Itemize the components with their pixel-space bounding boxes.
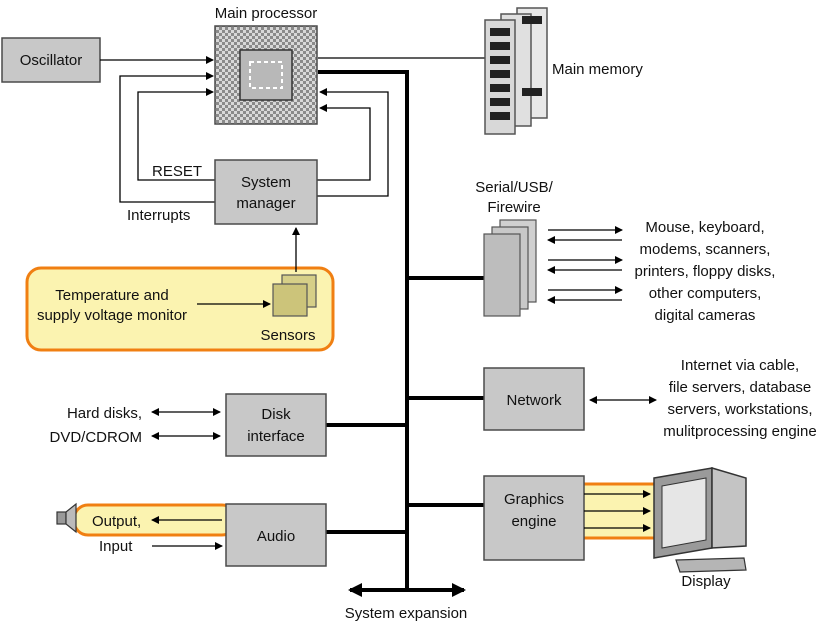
main-processor-core-mark bbox=[249, 61, 283, 89]
temperature-label-2: supply voltage monitor bbox=[37, 307, 187, 324]
system-expansion-label: System expansion bbox=[345, 605, 468, 622]
main-memory-icon bbox=[484, 7, 548, 135]
oscillator-box bbox=[1, 37, 101, 83]
reset-loop bbox=[137, 88, 215, 181]
sensors-label: Sensors bbox=[260, 327, 315, 344]
input-label: Input bbox=[99, 538, 133, 555]
audio-label: Audio bbox=[257, 528, 295, 545]
internet-line-2: file servers, database bbox=[669, 379, 812, 396]
network-box bbox=[483, 367, 585, 431]
peripherals-line-4: other computers, bbox=[649, 285, 762, 302]
disk-interface-label-2: interface bbox=[247, 428, 305, 445]
main-memory-label: Main memory bbox=[552, 61, 643, 78]
graphics-engine-label-2: engine bbox=[511, 513, 556, 530]
internet-line-1: Internet via cable, bbox=[681, 357, 799, 374]
output-label: Output, bbox=[92, 513, 141, 530]
system-bus bbox=[318, 70, 409, 590]
network-label: Network bbox=[506, 392, 562, 409]
temperature-label-1: Temperature and bbox=[55, 287, 168, 304]
serial-port-stack bbox=[483, 219, 537, 317]
disk-interface-box bbox=[225, 393, 327, 457]
oscillator-label: Oscillator bbox=[20, 52, 83, 69]
internet-line-4: mulitprocessing engine bbox=[663, 423, 816, 440]
internet-line-3: servers, workstations, bbox=[667, 401, 812, 418]
display-label: Display bbox=[681, 573, 731, 590]
sensors-icon bbox=[272, 274, 317, 317]
manager-loop-outer bbox=[317, 88, 389, 197]
disk-interface-label-1: Disk bbox=[261, 406, 291, 423]
interrupts-loop bbox=[119, 72, 215, 203]
main-processor-core bbox=[239, 49, 293, 101]
display-monitor-icon bbox=[653, 466, 747, 573]
peripherals-line-1: Mouse, keyboard, bbox=[645, 219, 764, 236]
serial-label-1: Serial/USB/ bbox=[475, 179, 553, 196]
audio-box bbox=[225, 503, 327, 567]
hard-disks-label-2: DVD/CDROM bbox=[50, 429, 143, 446]
system-manager-label-2: manager bbox=[236, 195, 295, 212]
system-manager-label-1: System bbox=[241, 174, 291, 191]
system-manager-box bbox=[214, 159, 318, 225]
main-processor-label: Main processor bbox=[215, 5, 318, 22]
peripherals-line-3: printers, floppy disks, bbox=[635, 263, 776, 280]
graphics-engine-label-1: Graphics bbox=[504, 491, 564, 508]
interrupts-label: Interrupts bbox=[127, 207, 190, 224]
sensors-highlight bbox=[25, 266, 335, 352]
graphics-engine-box bbox=[483, 475, 585, 561]
peripherals-line-5: digital cameras bbox=[655, 307, 756, 324]
hard-disks-label-1: Hard disks, bbox=[67, 405, 142, 422]
reset-label: RESET bbox=[152, 163, 202, 180]
peripherals-line-2: modems, scanners, bbox=[640, 241, 771, 258]
serial-label-2: Firewire bbox=[487, 199, 540, 216]
manager-loop-inner bbox=[317, 104, 371, 181]
speaker-icon bbox=[56, 502, 77, 534]
